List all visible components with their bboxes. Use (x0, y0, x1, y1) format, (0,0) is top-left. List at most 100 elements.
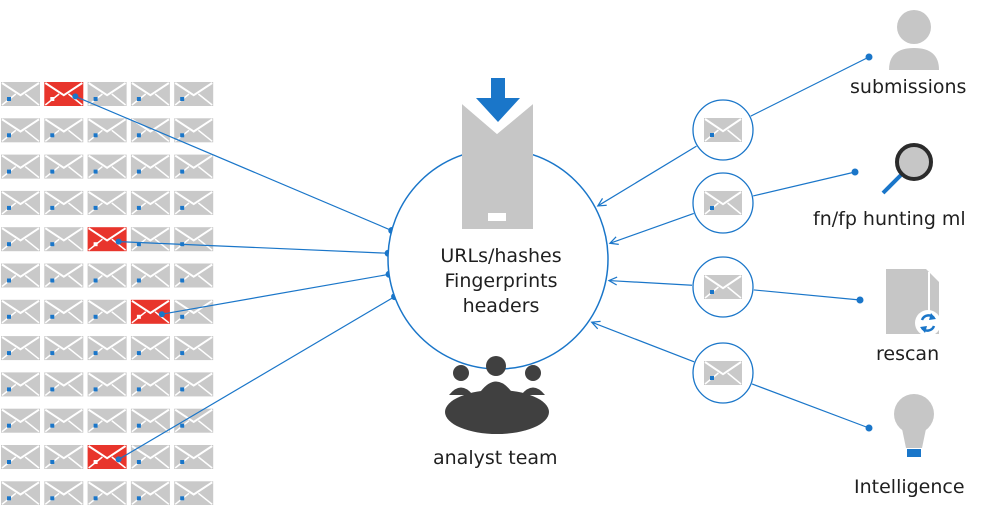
mail-marker (136, 387, 141, 392)
center-label-fingerprints: Fingerprints (444, 270, 558, 292)
mail-marker (50, 133, 55, 138)
mail-marker (180, 314, 185, 319)
analyst-team-icon (445, 356, 549, 434)
mail-marker (136, 169, 141, 174)
mail-marker (50, 242, 55, 247)
mail-marker (93, 496, 98, 501)
mail-marker (710, 290, 714, 294)
source-link-line (750, 56, 870, 117)
source-link-line (751, 383, 870, 429)
flagged-mail-icon (44, 82, 84, 106)
mail-icon (87, 336, 127, 361)
link-dot (865, 53, 873, 61)
mail-marker (180, 496, 185, 501)
flagged-mail-icon (87, 445, 127, 469)
link-dot (115, 238, 122, 245)
mail-marker (7, 278, 11, 283)
mail-grid (1, 82, 214, 505)
mail-marker (7, 97, 11, 101)
mail-icon (174, 299, 214, 324)
mail-icon (174, 190, 214, 215)
mail-marker (93, 387, 98, 392)
source-arrow-line (609, 212, 694, 244)
mail-icon (174, 372, 214, 397)
mail-icon (87, 263, 127, 288)
link-dot (158, 311, 165, 318)
mail-icon (704, 275, 742, 299)
mail-marker (180, 351, 185, 356)
mail-marker (136, 496, 141, 501)
source-arrow-line (608, 279, 693, 286)
mail-marker (50, 97, 55, 101)
mail-icon (1, 445, 40, 469)
mail-marker (93, 460, 98, 464)
mail-icon (44, 372, 84, 397)
mail-marker (50, 496, 55, 501)
mail-marker (136, 423, 141, 428)
mail-icon (87, 299, 127, 324)
mail-marker (180, 169, 185, 174)
mail-marker (50, 205, 55, 210)
mail-icon (130, 336, 170, 361)
mail-icon (1, 299, 40, 324)
source-bubbles (590, 53, 873, 432)
mail-marker (50, 460, 55, 464)
mail-marker (180, 278, 185, 283)
arrowhead (607, 276, 618, 286)
link-dot (856, 296, 864, 304)
mail-icon (1, 118, 40, 143)
mail-icon (87, 118, 127, 143)
mail-icon (704, 361, 742, 385)
source-label-hunting: fn/fp hunting ml (813, 208, 966, 230)
mail-marker (180, 205, 185, 210)
mail-icon (1, 481, 40, 505)
mail-marker (7, 242, 11, 247)
mail-icon (87, 372, 127, 397)
mail-marker (180, 133, 185, 138)
mail-marker (136, 460, 141, 464)
mail-icon (44, 408, 84, 433)
mail-icon (1, 372, 40, 397)
mail-icon (44, 263, 84, 288)
mail-icon (44, 227, 84, 252)
mail-icon (44, 154, 84, 179)
person-icon (889, 10, 939, 70)
mail-icon (174, 82, 214, 106)
mail-icon (44, 336, 84, 361)
mail-marker (93, 278, 98, 283)
mail-marker (7, 460, 11, 464)
mail-icon (130, 227, 170, 252)
mail-marker (50, 423, 55, 428)
mail-marker (710, 206, 714, 210)
mail-icon (174, 154, 214, 179)
mail-icon (44, 445, 84, 469)
mail-icon (174, 408, 214, 433)
mail-icon (44, 299, 84, 324)
mail-icon (44, 481, 84, 505)
center-label-headers: headers (462, 295, 540, 317)
mail-marker (50, 278, 55, 283)
arrowhead (590, 320, 601, 330)
mail-marker (93, 97, 98, 101)
mail-marker (50, 351, 55, 356)
mail-icon (174, 336, 214, 361)
mail-marker (7, 205, 11, 210)
mail-icon (174, 445, 214, 469)
mail-icon (174, 118, 214, 143)
mail-marker (93, 423, 98, 428)
source-label-intelligence: Intelligence (854, 476, 965, 498)
mail-icon (704, 191, 742, 215)
mail-icon (87, 408, 127, 433)
mail-icon (130, 190, 170, 215)
mail-marker (180, 423, 185, 428)
mail-marker (136, 205, 141, 210)
mail-marker (710, 133, 714, 137)
lightbulb-icon (894, 394, 934, 457)
mail-icon (44, 190, 84, 215)
mail-marker (7, 351, 11, 356)
mail-icon (87, 190, 127, 215)
mail-marker (93, 133, 98, 138)
mail-icon (174, 263, 214, 288)
source-arrow-line (591, 321, 695, 363)
